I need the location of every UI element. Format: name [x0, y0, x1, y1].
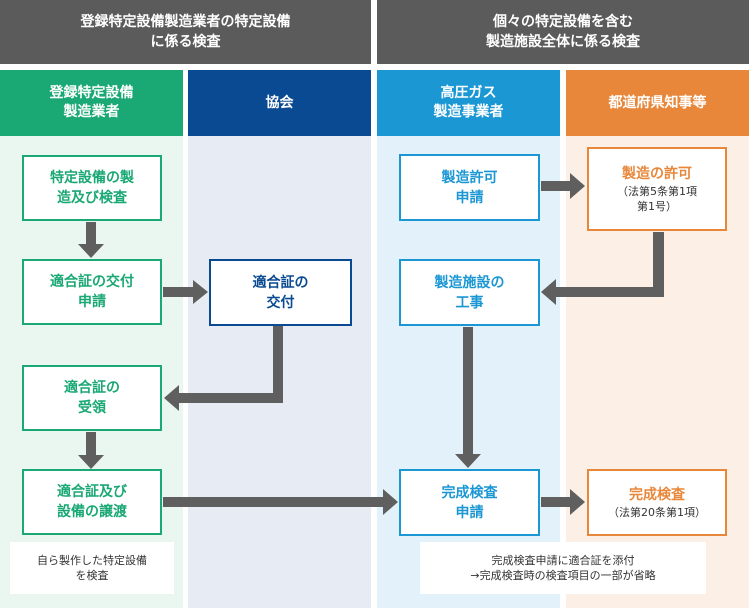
- box-certificate-application: 適合証の交付 申請: [22, 259, 162, 325]
- column-header-association: 協会: [188, 70, 371, 136]
- column-header-gas-operator: 高圧ガス 製造事業者: [377, 70, 560, 136]
- arrow-right-transfer: [163, 489, 398, 515]
- arrow-down-3: [455, 327, 481, 468]
- arrow-elbow-receipt: [164, 326, 283, 411]
- note-completion: 完成検査申請に適合証を添付 →完成検査時の検査項目の一部が省略: [420, 542, 706, 594]
- box-certificate-transfer: 適合証及び 設備の譲渡: [22, 469, 162, 535]
- box-manufacture-inspection: 特定設備の製 造及び検査: [22, 155, 162, 221]
- completion-inspection-title: 完成検査: [629, 487, 685, 503]
- box-certificate-receipt: 適合証の 受領: [22, 365, 162, 431]
- arrow-right-issue: [163, 280, 208, 304]
- group-header-facility-inspection: 個々の特定設備を含む 製造施設全体に係る検査: [377, 0, 749, 64]
- arrow-elbow-construction: [541, 232, 664, 305]
- completion-inspection-subtitle: （法第20条第1項）: [608, 506, 706, 519]
- arrow-down-1: [78, 222, 104, 258]
- box-completion-inspection: 完成検査 （法第20条第1項）: [587, 469, 727, 536]
- box-permit: 製造の許可 （法第5条第1項 第1号）: [587, 147, 727, 231]
- arrow-right-permit: [541, 173, 585, 199]
- arrow-right-completion: [541, 489, 585, 515]
- permit-subtitle: （法第5条第1項 第1号）: [617, 185, 697, 213]
- column-header-governor: 都道府県知事等: [566, 70, 749, 136]
- column-header-manufacturer: 登録特定設備 製造業者: [0, 70, 183, 136]
- box-facility-construction: 製造施設の 工事: [399, 259, 540, 326]
- group-header-registered-manufacturer: 登録特定設備製造業者の特定設備 に係る検査: [0, 0, 371, 64]
- note-self-inspection: 自ら製作した特定設備 を検査: [10, 542, 174, 594]
- box-completion-application: 完成検査 申請: [399, 469, 540, 536]
- arrow-down-2: [78, 432, 104, 469]
- permit-title: 製造の許可: [622, 166, 692, 182]
- box-permit-application: 製造許可 申請: [399, 154, 540, 221]
- box-certificate-issue: 適合証の 交付: [209, 259, 352, 326]
